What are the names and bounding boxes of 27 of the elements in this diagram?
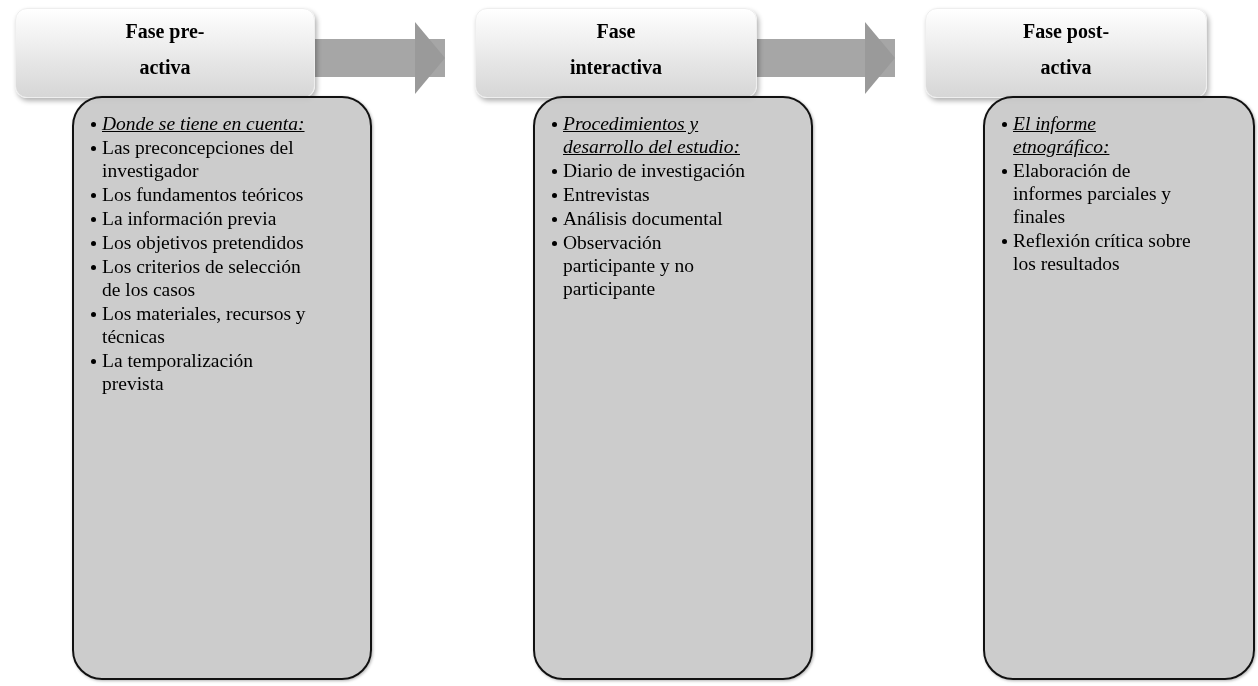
list-item: Los objetivos pretendidos bbox=[102, 231, 305, 254]
phase-title: Fase interactiva bbox=[568, 19, 664, 80]
list-item: Los materiales, recursos y técnicas bbox=[102, 302, 307, 348]
list-item: Los criterios de selección de los casos bbox=[102, 255, 302, 301]
block-arrow bbox=[315, 22, 445, 94]
list-heading: El informe etnográfico: bbox=[1013, 112, 1111, 158]
list-item: Reflexión crítica sobre los resultados bbox=[1013, 229, 1192, 275]
list-item: La información previa bbox=[102, 207, 278, 230]
list-item: Elaboración de informes parciales y finales bbox=[1013, 159, 1173, 228]
list-heading: Donde se tiene en cuenta: bbox=[102, 112, 306, 135]
list-item: Diario de investigación bbox=[563, 159, 746, 182]
phase-header-box bbox=[475, 8, 757, 98]
phase-title: Fase pre-activa bbox=[124, 19, 206, 80]
phase-header-box bbox=[925, 8, 1207, 98]
phase-content-box bbox=[983, 96, 1255, 680]
phase-content-box bbox=[533, 96, 813, 680]
list-item: La temporalización prevista bbox=[102, 349, 255, 395]
list-item: Las preconcepciones del investigador bbox=[102, 136, 295, 182]
list-item: Análisis documental bbox=[563, 207, 724, 230]
phase-header-box bbox=[15, 8, 315, 98]
phase-title: Fase post-activa bbox=[1021, 19, 1111, 80]
list-item: Los fundamentos teóricos bbox=[102, 183, 305, 206]
phase-content-box bbox=[72, 96, 372, 680]
block-arrow bbox=[757, 22, 895, 94]
list-heading: Procedimientos y desarrollo del estudio: bbox=[563, 112, 741, 158]
list-item: Observación participante y no participante bbox=[563, 231, 696, 300]
list-item: Entrevistas bbox=[563, 183, 651, 206]
